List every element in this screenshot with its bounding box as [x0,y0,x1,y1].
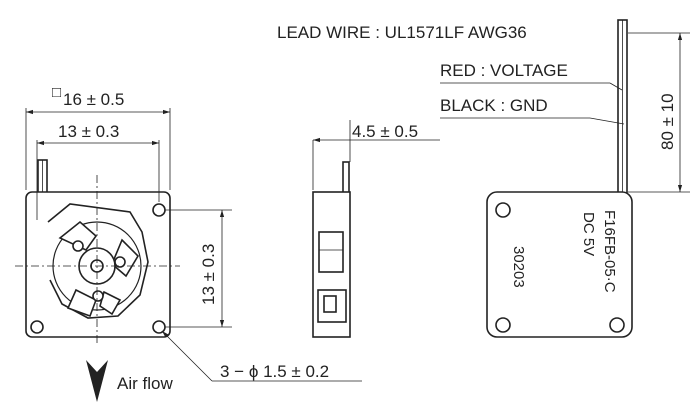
square-symbol: □ [52,84,61,101]
air-flow-indicator: Air flow [86,360,173,402]
back-hole-top-left [495,202,511,218]
back-view-lead-wires [617,19,628,199]
dim-wire-length-label: 80 ± 10 [658,93,677,150]
mounting-hole-top-right [152,203,166,217]
air-flow-arrow-icon [86,360,108,402]
lot-code: 30203 [510,246,527,288]
mounting-hole-bottom-right [152,320,166,334]
back-view-body [486,191,633,338]
air-flow-label: Air flow [117,374,173,393]
vertical-dimension: 13 ± 0.3 [165,209,232,328]
mounting-hole-bottom-left [30,320,44,334]
dim-thickness-label: 4.5 ± 0.5 [352,122,418,141]
model-number: F16FB-05·C [601,210,618,293]
black-wire-label: BLACK : GND [440,96,548,115]
wire-labels: LEAD WIRE : UL1571LF AWG36 RED : VOLTAGE… [277,23,625,125]
back-view: F16FB-05·C DC 5V 30203 80 ± 10 [486,19,690,338]
red-wire-label: RED : VOLTAGE [440,61,568,80]
dim-inner-label: 13 ± 0.3 [58,122,119,141]
dim-outer-label: 16 ± 0.5 [63,90,124,109]
impeller [47,203,149,319]
holes-label: 3 − ϕ 1.5 ± 0.2 [220,362,329,381]
back-hole-bottom-right [609,317,625,333]
holes-callout: 3 − ϕ 1.5 ± 0.2 [161,330,362,382]
front-view: □ 16 ± 0.5 13 ± 0.3 [15,84,180,345]
model-voltage: DC 5V [580,212,597,256]
dim-vertical-label: 13 ± 0.3 [199,244,218,305]
side-view: 4.5 ± 0.5 [312,120,440,338]
back-hole-bottom-left [495,317,511,333]
side-view-lead-wire [342,161,350,195]
lead-wire-label: LEAD WIRE : UL1571LF AWG36 [277,23,527,42]
